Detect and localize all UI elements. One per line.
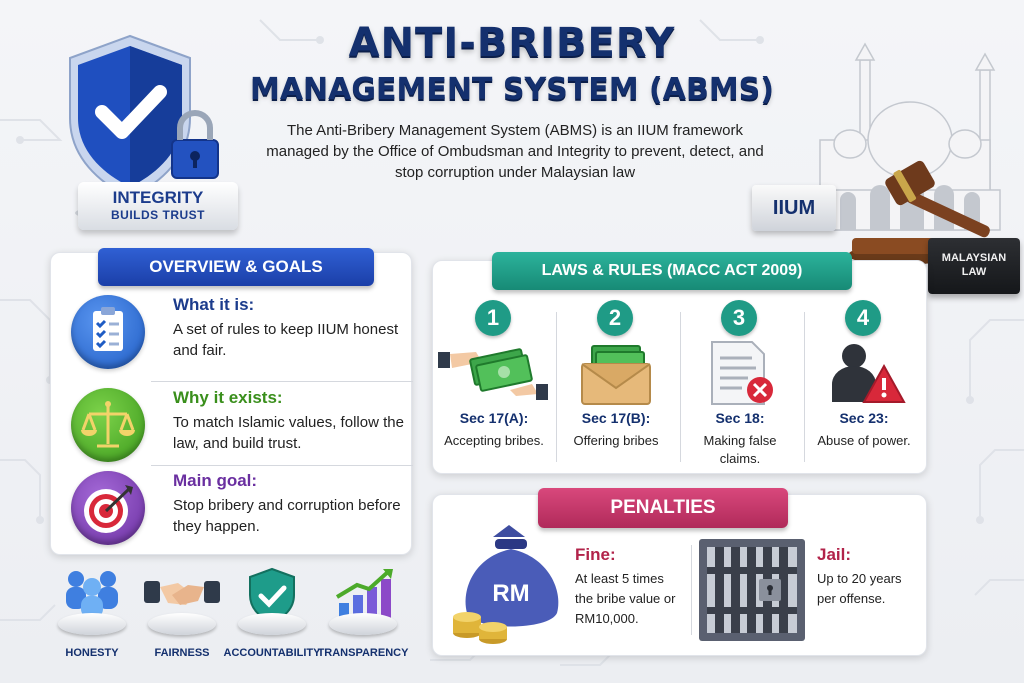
overview-what-text: A set of rules to keep IIUM honest and f… <box>173 321 399 359</box>
pedestal <box>148 613 216 635</box>
law-section-1: Sec 17(A): <box>459 410 529 426</box>
book-line1: MALAYSIAN <box>941 252 1007 264</box>
value-fairness: FAIRNESS <box>142 565 222 659</box>
money-exchange-icon <box>438 348 548 400</box>
growth-chart-icon <box>335 569 393 621</box>
divider <box>151 465 413 466</box>
overview-what-title: What it is: <box>173 295 255 314</box>
value-label-transparency: TRANSPARENCY <box>317 647 409 659</box>
value-transparency: TRANSPARENCY <box>318 565 408 659</box>
pedestal <box>58 613 126 635</box>
law-number-2: 2 <box>597 300 633 336</box>
overview-why-title: Why it exists: <box>173 388 283 407</box>
people-icon <box>66 571 118 618</box>
penalty-jail-text: Up to 20 years per offense. <box>817 571 902 606</box>
iium-plaque: IIUM <box>752 185 836 231</box>
mosque-icon <box>799 42 1001 265</box>
law-text-3: Making false claims. <box>703 433 777 466</box>
pedestal <box>238 613 306 635</box>
overview-panel: What it is: A set of rules to keep IIUM … <box>50 252 413 555</box>
penalties-heading: PENALTIES <box>538 488 788 528</box>
handshake-icon <box>144 581 220 605</box>
plaque-line2: BUILDS TRUST <box>111 208 205 222</box>
overview-goal-title: Main goal: <box>173 471 258 490</box>
money-bag-label: RM <box>492 580 529 607</box>
book-line2: LAW <box>961 266 987 278</box>
value-label-accountability: ACCOUNTABILITY <box>223 647 321 659</box>
penalty-fine-text: At least 5 times the bribe value or RM10… <box>575 571 676 626</box>
law-text-1: Accepting bribes. <box>444 433 544 448</box>
overview-heading: OVERVIEW & GOALS <box>98 248 374 286</box>
law-text-4: Abuse of power. <box>817 433 911 448</box>
divider <box>151 381 413 382</box>
law-section-2: Sec 17(B): <box>581 410 651 426</box>
law-number-3: 3 <box>721 300 757 336</box>
page-title-line1: ANTI-BRIBERY <box>348 20 676 66</box>
false-document-icon <box>711 341 773 405</box>
pedestal <box>329 613 397 635</box>
penalty-jail-title: Jail: <box>817 545 852 564</box>
overview-why-text: To match Islamic values, follow the law,… <box>173 414 404 452</box>
target-icon <box>71 471 145 545</box>
value-honesty: HONESTY <box>52 565 132 659</box>
value-label-honesty: HONESTY <box>65 647 119 659</box>
law-number-4: 4 <box>845 300 881 336</box>
penalties-panel: RM Fine: At least 5 times the bribe valu… <box>432 494 927 656</box>
penalty-fine-title: Fine: <box>575 545 616 564</box>
malaysian-law-book: MALAYSIAN LAW <box>928 238 1020 294</box>
law-section-4: Sec 23: <box>839 410 889 426</box>
clipboard-checklist-icon <box>71 295 145 369</box>
law-section-3: Sec 18: <box>715 410 765 426</box>
divider <box>680 312 681 462</box>
money-bag-icon: RM <box>453 525 559 644</box>
money-envelope-icon <box>581 345 651 405</box>
person-warning-icon <box>832 344 906 403</box>
integrity-plaque: INTEGRITY BUILDS TRUST <box>78 182 238 230</box>
law-text-2: Offering bribes <box>573 433 659 448</box>
overview-goal-text: Stop bribery and corruption before they … <box>173 497 401 535</box>
divider <box>804 312 805 462</box>
divider <box>556 312 557 462</box>
law-number-1: 1 <box>475 300 511 336</box>
scales-icon <box>71 388 145 462</box>
laws-heading: LAWS & RULES (MACC ACT 2009) <box>492 252 852 290</box>
plaque-line1: INTEGRITY <box>112 188 204 207</box>
value-accountability: ACCOUNTABILITY <box>224 565 320 659</box>
page-description: The Anti-Bribery Management System (ABMS… <box>266 122 764 181</box>
jail-cell-icon <box>699 539 805 641</box>
value-label-fairness: FAIRNESS <box>154 647 210 659</box>
divider <box>691 545 692 635</box>
page-title-line2: MANAGEMENT SYSTEM (ABMS) <box>249 72 775 107</box>
